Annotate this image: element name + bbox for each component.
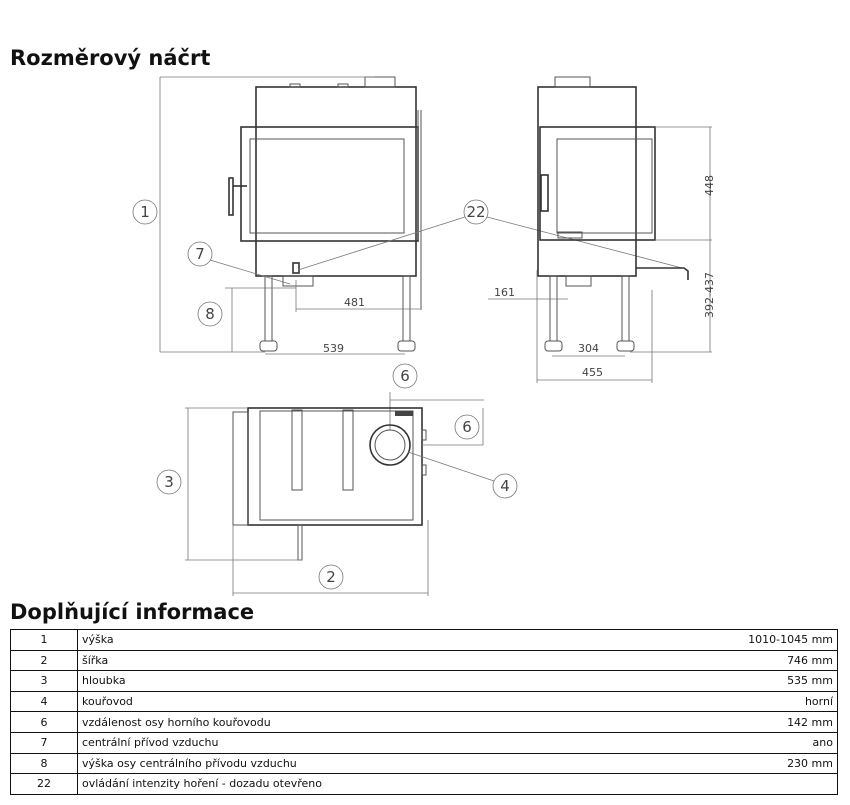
row-number: 7 [10, 731, 78, 754]
side-view [537, 76, 689, 352]
callout-7: 7 [195, 245, 205, 263]
front-view [228, 76, 422, 352]
dim-455: 455 [582, 366, 603, 379]
dim-161: 161 [494, 286, 515, 299]
row-value [609, 773, 838, 795]
row-label: šířka [77, 649, 609, 672]
row-number: 22 [10, 773, 78, 795]
row-label: výška osy centrálního přívodu vzduchu [77, 752, 609, 775]
row-label: výška [77, 629, 609, 651]
dim-448: 448 [703, 175, 716, 196]
row-value: horní [609, 690, 838, 713]
row-value: 1010-1045 mm [609, 629, 838, 651]
sketch-heading: Rozměrový náčrt [10, 46, 211, 70]
row-value: 535 mm [609, 670, 838, 692]
info-heading: Doplňující informace [10, 600, 255, 624]
row-value: ano [609, 731, 838, 754]
dim-392-437: 392-437 [703, 272, 716, 318]
row-number: 6 [10, 711, 78, 733]
dim-539: 539 [323, 342, 344, 355]
callout-2: 2 [326, 568, 336, 586]
dimension-drawing: 1 7 8 481 539 22 448 392-437 161 304 455… [132, 76, 716, 596]
row-number: 1 [10, 629, 78, 651]
row-number: 8 [10, 752, 78, 775]
callout-4: 4 [500, 477, 510, 495]
row-label: hloubka [77, 670, 609, 692]
callout-1: 1 [140, 203, 150, 221]
callout-8: 8 [205, 305, 215, 323]
row-value: 230 mm [609, 752, 838, 775]
row-label: ovládání intenzity hoření - dozadu otevř… [77, 773, 609, 795]
row-label: kouřovod [77, 690, 609, 713]
row-number: 3 [10, 670, 78, 692]
row-number: 4 [10, 690, 78, 713]
dim-481: 481 [344, 296, 365, 309]
row-label: vzdálenost osy horního kouřovodu [77, 711, 609, 733]
callout-22: 22 [466, 203, 485, 221]
row-value: 142 mm [609, 711, 838, 733]
row-label: centrální přívod vzduchu [77, 731, 609, 754]
dim-304: 304 [578, 342, 599, 355]
callout-6-right: 6 [462, 418, 472, 436]
callout-6-top: 6 [400, 367, 410, 385]
top-view [232, 407, 427, 561]
row-number: 2 [10, 649, 78, 672]
row-value: 746 mm [609, 649, 838, 672]
callout-3: 3 [164, 473, 174, 491]
